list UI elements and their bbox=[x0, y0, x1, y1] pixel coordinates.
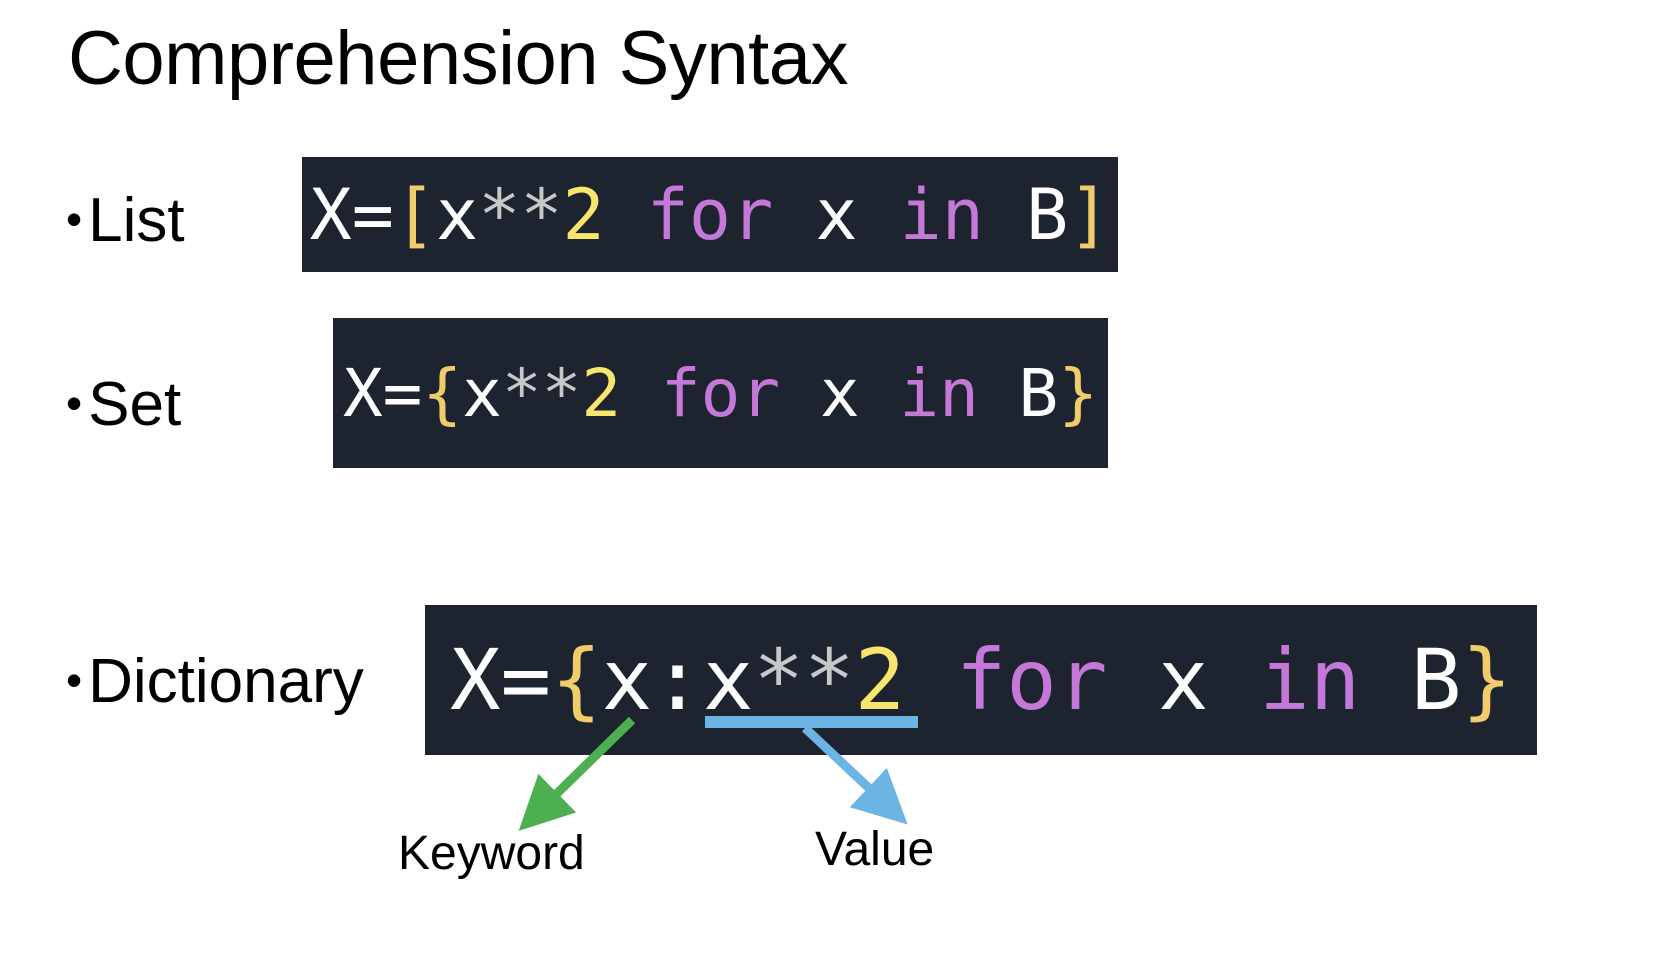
bullet-dictionary: •Dictionary bbox=[66, 644, 364, 718]
code-block-set: X={x**2 for x in B} bbox=[333, 318, 1108, 468]
code-token: } bbox=[1058, 354, 1099, 432]
code-token: in bbox=[899, 173, 984, 256]
code-token: ] bbox=[1068, 173, 1111, 256]
bullet-label-dictionary: Dictionary bbox=[88, 647, 364, 716]
bullet-label-list: List bbox=[88, 186, 185, 255]
code-token: x: bbox=[601, 631, 703, 729]
code-token: 2 bbox=[854, 631, 906, 729]
code-token: in bbox=[899, 354, 979, 432]
code-token: 2 bbox=[581, 354, 622, 432]
bullet-dot: • bbox=[66, 654, 83, 706]
code-token: for bbox=[621, 354, 781, 432]
keyword-label: Keyword bbox=[398, 827, 585, 880]
code-token: X= bbox=[449, 631, 552, 729]
slide-title: Comprehension Syntax bbox=[68, 16, 848, 101]
code-token: X= bbox=[309, 173, 394, 256]
code-token: x bbox=[462, 354, 502, 432]
bullet-label-set: Set bbox=[88, 370, 182, 439]
code-token: ** bbox=[753, 631, 855, 729]
bullet-set: •Set bbox=[66, 367, 181, 441]
code-token: B bbox=[983, 173, 1069, 256]
value-label: Value bbox=[815, 823, 935, 876]
code-block-list: X=[x**2 for x in B] bbox=[302, 157, 1118, 272]
code-block-dictionary: X={x:x**2 for x in B} bbox=[425, 605, 1537, 755]
code-token: x bbox=[1107, 631, 1260, 729]
bullet-dot: • bbox=[66, 193, 83, 245]
code-token: { bbox=[551, 631, 602, 729]
bullet-dot: • bbox=[66, 377, 83, 429]
code-token: x bbox=[436, 173, 479, 256]
code-token: in bbox=[1259, 631, 1361, 729]
code-token: for bbox=[604, 173, 774, 256]
code-token: { bbox=[422, 354, 463, 432]
code-token: } bbox=[1461, 631, 1513, 729]
code-token: x bbox=[780, 354, 900, 432]
code-token: B bbox=[978, 354, 1059, 432]
code-token: B bbox=[1360, 631, 1462, 729]
code-token: ** bbox=[478, 173, 563, 256]
code-token: x bbox=[702, 631, 754, 729]
code-token: [ bbox=[393, 173, 437, 256]
code-token: ** bbox=[501, 354, 582, 432]
code-token: X= bbox=[342, 354, 423, 432]
code-token: 2 bbox=[562, 173, 605, 256]
code-token: for bbox=[905, 631, 1108, 729]
code-token: x bbox=[773, 173, 900, 256]
bullet-list: •List bbox=[66, 183, 185, 257]
